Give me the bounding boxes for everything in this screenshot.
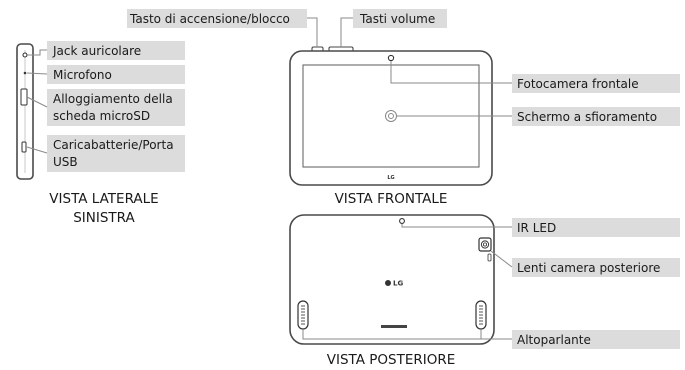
microphone-hole [23, 71, 27, 75]
headphone-jack-port [22, 52, 28, 58]
left-side-caption-line1: VISTA LATERALE [49, 191, 158, 207]
rear-caption: VISTA POSTERIORE [327, 352, 456, 368]
rear-camera-flash [487, 253, 492, 262]
ir-led-box [512, 218, 680, 237]
charger-port-label-line1: Caricabatterie/Porta [53, 138, 174, 152]
ir-led-label: IR LED [517, 221, 556, 235]
left-side-caption-line2: SINISTRA [73, 210, 135, 226]
speaker-label: Altoparlante [517, 333, 591, 347]
rear-logo: LG [393, 280, 403, 288]
microphone-label: Microfono [53, 68, 112, 82]
power-button-label: Tasto di accensione/blocco [129, 12, 290, 26]
microsd-label-line2: scheda microSD [53, 109, 150, 123]
headphone-jack-label: Jack auricolare [52, 44, 141, 58]
microphone-box [47, 65, 185, 84]
rear-view: LG IR LED Lenti camera posteriore Altopa… [289, 214, 680, 368]
touch-screen-label: Schermo a sfioramento [517, 110, 657, 124]
rear-device-body [289, 214, 495, 345]
usb-port [21, 141, 27, 153]
volume-keys-label: Tasti volume [359, 12, 435, 26]
volume-keys-box [353, 9, 447, 28]
charger-port-box [47, 135, 185, 172]
microsd-box [47, 89, 185, 126]
front-camera-label: Fotocamera frontale [517, 77, 639, 91]
left-side-view: Jack auricolare Microfono Alloggiamento … [16, 41, 185, 226]
rear-label-strip [381, 325, 407, 328]
ir-led [399, 218, 405, 224]
front-logo: LG [387, 175, 394, 181]
rear-logo-mark [385, 280, 391, 286]
touch-screen-marker-inner [388, 113, 394, 119]
front-view: LG Tasto di accensione/blocco Tasti volu… [127, 9, 680, 207]
rear-camera-lens-label: Lenti camera posteriore [517, 261, 660, 275]
front-camera-box [512, 74, 680, 93]
rear-camera-lens-box [512, 258, 680, 277]
front-caption: VISTA FRONTALE [335, 191, 448, 207]
front-camera [387, 54, 395, 62]
power-button-box [127, 9, 307, 28]
speaker-box [512, 330, 680, 349]
microsd-slot [20, 88, 28, 106]
microsd-label-line1: Alloggiamento della [53, 92, 173, 106]
charger-port-label-line2: USB [53, 155, 78, 169]
headphone-jack-box [47, 41, 185, 60]
touch-screen-box [512, 107, 680, 126]
